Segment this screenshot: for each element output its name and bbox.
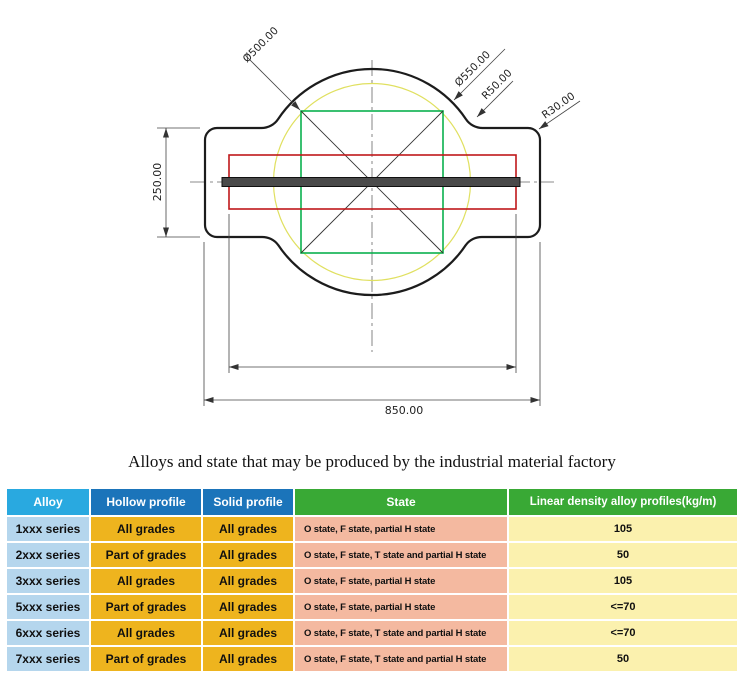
- header-row: Alloy Hollow profile Solid profile State…: [7, 489, 737, 515]
- header-state: State: [295, 489, 507, 515]
- solid-cell: All grades: [203, 517, 293, 541]
- alloy-cell: 6xxx series: [7, 621, 89, 645]
- solid-cell: All grades: [203, 621, 293, 645]
- header-density: Linear density alloy profiles(kg/m): [509, 489, 737, 515]
- solid-cell: All grades: [203, 595, 293, 619]
- hollow-cell: Part of grades: [91, 647, 201, 671]
- table-row: 1xxx series All grades All grades O stat…: [7, 517, 737, 541]
- state-cell: O state, F state, partial H state: [295, 569, 507, 593]
- label-r30: R30.00: [540, 90, 577, 121]
- part-outline: [203, 67, 542, 297]
- state-cell: O state, F state, T state and partial H …: [295, 543, 507, 567]
- leader-dia550: [453, 48, 506, 101]
- alloy-cell: 2xxx series: [7, 543, 89, 567]
- alloy-cell: 3xxx series: [7, 569, 89, 593]
- hollow-cell: Part of grades: [91, 543, 201, 567]
- alloy-table: Alloy Hollow profile Solid profile State…: [5, 487, 739, 673]
- table-row: 7xxx series Part of grades All grades O …: [7, 647, 737, 671]
- bar-profile: [221, 177, 521, 187]
- density-cell: 105: [509, 517, 737, 541]
- table-row: 2xxx series Part of grades All grades O …: [7, 543, 737, 567]
- density-cell: 50: [509, 543, 737, 567]
- header-hollow-profile: Hollow profile: [91, 489, 201, 515]
- hollow-cell: All grades: [91, 621, 201, 645]
- density-cell: 50: [509, 647, 737, 671]
- header-alloy: Alloy: [7, 489, 89, 515]
- alloy-cell: 5xxx series: [7, 595, 89, 619]
- hollow-cell: All grades: [91, 517, 201, 541]
- technical-drawing: 250.00 850.00 Ø500.00 Ø550.00: [151, 25, 581, 417]
- alloy-cell: 1xxx series: [7, 517, 89, 541]
- solid-cell: All grades: [203, 543, 293, 567]
- cad-svg: 250.00 850.00 Ø500.00 Ø550.00: [151, 25, 581, 417]
- leader-r30: [538, 100, 581, 130]
- table-row: 6xxx series All grades All grades O stat…: [7, 621, 737, 645]
- solid-cell: All grades: [203, 647, 293, 671]
- state-cell: O state, F state, T state and partial H …: [295, 647, 507, 671]
- density-cell: 105: [509, 569, 737, 593]
- state-cell: O state, F state, partial H state: [295, 595, 507, 619]
- table-row: 5xxx series Part of grades All grades O …: [7, 595, 737, 619]
- label-dia550: Ø550.00: [453, 49, 493, 89]
- table-caption: Alloys and state that may be produced by…: [128, 452, 616, 471]
- density-cell: <=70: [509, 621, 737, 645]
- alloy-cell: 7xxx series: [7, 647, 89, 671]
- state-cell: O state, F state, T state and partial H …: [295, 621, 507, 645]
- solid-cell: All grades: [203, 569, 293, 593]
- leader-r50: [476, 80, 514, 118]
- alloy-table-container: Alloy Hollow profile Solid profile State…: [5, 487, 739, 673]
- hollow-cell: All grades: [91, 569, 201, 593]
- leader-dia500: [244, 54, 301, 111]
- table-row: 3xxx series All grades All grades O stat…: [7, 569, 737, 593]
- centerlines: [190, 60, 554, 352]
- leader-lines: [244, 48, 581, 130]
- header-solid-profile: Solid profile: [203, 489, 293, 515]
- density-cell: <=70: [509, 595, 737, 619]
- dimension-250: [157, 127, 200, 238]
- dim-250-label: 250.00: [151, 163, 164, 202]
- state-cell: O state, F state, partial H state: [295, 517, 507, 541]
- hollow-cell: Part of grades: [91, 595, 201, 619]
- dim-850-label: 850.00: [385, 404, 424, 417]
- label-dia500: Ø500.00: [241, 25, 281, 65]
- dimension-bottom: [203, 214, 541, 406]
